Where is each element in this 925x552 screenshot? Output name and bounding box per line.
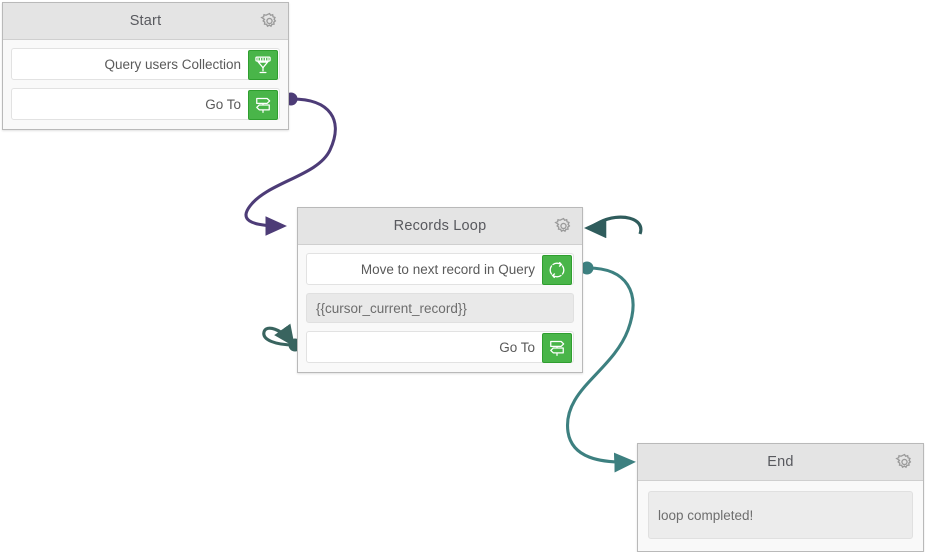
node-records-loop[interactable]: Records Loop Move to next record in Quer… (297, 207, 583, 373)
gear-icon[interactable] (895, 453, 914, 472)
action-row-label: Query users Collection (104, 56, 241, 72)
action-row-go-to[interactable]: Go To (306, 331, 574, 363)
node-records-loop-header[interactable]: Records Loop (298, 208, 582, 245)
loop-arrows-icon[interactable] (542, 255, 572, 285)
database-query-icon[interactable] (248, 50, 278, 80)
action-row-go-to[interactable]: Go To (11, 88, 280, 120)
signpost-icon[interactable] (542, 333, 572, 363)
action-row-label: Go To (499, 339, 535, 355)
node-end[interactable]: End loop completed! (637, 443, 924, 552)
node-start-body: Query users Collection (3, 40, 288, 129)
node-start[interactable]: Start Query users Collection (2, 2, 289, 130)
action-row-label: Move to next record in Query (360, 261, 535, 277)
node-start-header[interactable]: Start (3, 3, 288, 40)
gear-icon[interactable] (554, 217, 573, 236)
gear-icon[interactable] (260, 12, 279, 31)
action-row-move-to-next-record[interactable]: Move to next record in Query (306, 253, 574, 285)
edge-loop-back (583, 215, 643, 239)
node-start-title: Start (129, 13, 162, 29)
signpost-icon[interactable] (248, 90, 278, 120)
action-row-label: Go To (205, 96, 241, 112)
node-end-body: loop completed! (638, 481, 923, 551)
message-row-label: loop completed! (658, 507, 754, 523)
variable-row-label: {{cursor_current_record}} (316, 300, 467, 316)
action-row-query-users-collection[interactable]: Query users Collection (11, 48, 280, 80)
edge-loop-self (262, 323, 302, 352)
node-records-loop-body: Move to next record in Query {{cursor_cu… (298, 245, 582, 372)
node-end-title: End (767, 454, 794, 470)
variable-row-cursor-current-record[interactable]: {{cursor_current_record}} (306, 293, 574, 323)
node-records-loop-title: Records Loop (393, 218, 487, 234)
node-end-header[interactable]: End (638, 444, 923, 481)
message-row-loop-completed[interactable]: loop completed! (648, 491, 913, 539)
